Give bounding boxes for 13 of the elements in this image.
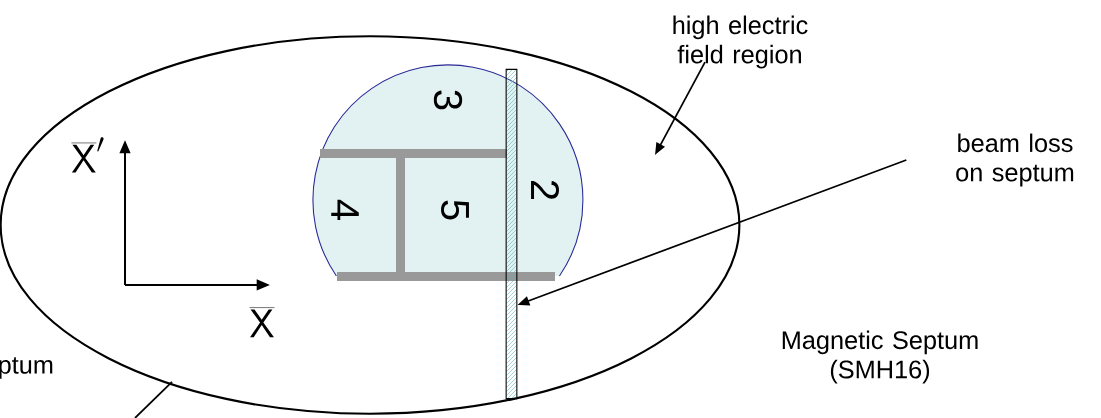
aperture-drawing: [312, 64, 584, 281]
region-number: 4: [331, 199, 359, 220]
callout-text: beam loss on septum: [956, 133, 1074, 187]
axis-label: $\overline{\mathsf{X}}$: [249, 307, 275, 338]
region-number: 5: [441, 200, 469, 220]
leader-line: [134, 381, 173, 418]
region-number: 3: [433, 90, 463, 110]
axis-label: $\overline{\mathsf{X}}'$: [71, 137, 104, 173]
region-number: 2: [531, 180, 559, 200]
septum-bar: [505, 68, 518, 400]
septum-label: ptum: [0, 357, 53, 379]
septum-label: Magnetic Septum (SMH16): [782, 330, 978, 384]
callout-text: high electric field region: [673, 15, 808, 69]
